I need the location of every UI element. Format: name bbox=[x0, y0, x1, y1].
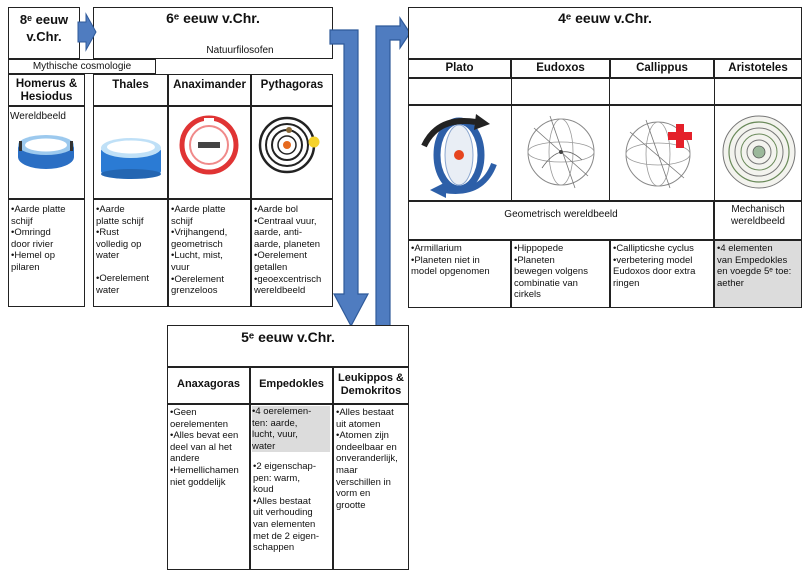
bullet-item: •4 oerelemen- ten: aarde, lucht, vuur, w… bbox=[252, 406, 312, 452]
callippus-bullets-cell bbox=[610, 240, 714, 308]
nested-spheres-icon bbox=[527, 115, 595, 189]
bullet-item: •Geen oerelementen bbox=[170, 407, 229, 430]
bullet-item: •Rust volledig op water bbox=[96, 227, 142, 262]
era-6-subtitle: Natuurfilosofen bbox=[206, 45, 274, 56]
era-8-box bbox=[8, 7, 80, 59]
era-8-title: 8ᵉ eeuw v.Chr. bbox=[19, 12, 69, 44]
anaxagoras-bullets: •Geen oerelementen •Alles bevat een deel… bbox=[170, 407, 250, 488]
pythagoras-bullets-cell bbox=[251, 199, 333, 307]
cosmic-rings-icon bbox=[179, 115, 239, 175]
anaximander-bullets: •Aarde platte schijf •Vrijhangend, geome… bbox=[171, 204, 249, 297]
bullet-item: •Planeten niet in model opgenomen bbox=[411, 254, 490, 278]
header-eudoxos: Eudoxos bbox=[511, 59, 610, 78]
header-leukippos: Leukippos & Demokritos bbox=[333, 367, 409, 404]
anaximander-bullets-cell bbox=[168, 199, 251, 307]
armillary-sphere-icon bbox=[421, 114, 497, 198]
arrow-5-to-4 bbox=[375, 16, 411, 327]
leukippos-bullets-cell bbox=[333, 404, 409, 570]
plato-bullets: •Armillarium •Planeten niet in model opg… bbox=[411, 243, 509, 278]
homerus-bullets: •Aarde platte schijf •Omringd door rivie… bbox=[11, 204, 83, 274]
bullet-item: •Aarde bol bbox=[254, 204, 298, 215]
geometrisch-cell bbox=[408, 201, 714, 240]
leukippos-bullets: •Alles bestaat uit atomen •Atomen zijn o… bbox=[336, 407, 408, 511]
bullet-item: •Omringd door rivier bbox=[11, 227, 54, 250]
arrow-6-to-5 bbox=[329, 29, 369, 328]
bullet-item: •Callipticshe cyclus bbox=[613, 243, 694, 254]
bullet-item: •Centraal vuur, aarde, anti- aarde, plan… bbox=[254, 215, 321, 250]
bullet-item: •Hemellichamen niet goddelijk bbox=[170, 464, 239, 488]
bullet-item: •Lucht, mist, vuur bbox=[171, 250, 223, 273]
thales-bullets-cell bbox=[93, 199, 168, 307]
pythagoras-bullets: •Aarde bol •Centraal vuur, aarde, anti- … bbox=[254, 204, 332, 297]
bullet-item: •Aarde platte schijf bbox=[11, 204, 66, 227]
bullet-item: •4 elementen van Empedokles en voegde 5ᵉ… bbox=[717, 243, 792, 289]
arrow-8-to-6 bbox=[77, 12, 97, 52]
right-divider-2 bbox=[714, 78, 802, 105]
eudoxos-bullets-cell bbox=[511, 240, 610, 308]
bullet-item: •Hippopede bbox=[514, 243, 564, 254]
mechanisch-label: Mechanisch wereldbeeld bbox=[731, 204, 785, 227]
bullet-item: •Atomen zijn ondeelbaar en onveranderlij… bbox=[336, 430, 398, 511]
header-anaximander: Anaximander bbox=[168, 74, 251, 106]
anaxagoras-bullets-cell bbox=[167, 404, 250, 570]
bullet-item: •geoexcentrisch wereldbeeld bbox=[254, 273, 322, 297]
header-empedokles: Empedokles bbox=[250, 367, 333, 404]
empedokles-bullets: •2 eigenschap- pen: warm, koud •Alles be… bbox=[253, 461, 331, 554]
bullet-item: •verbetering model Eudoxos door extra ri… bbox=[613, 254, 696, 289]
plato-bullets-cell bbox=[408, 240, 511, 308]
aristoteles-bullets-cell bbox=[714, 240, 802, 308]
extra-rings-sphere-icon bbox=[625, 119, 692, 189]
mythische-cosmologie-label: Mythische cosmologie bbox=[8, 59, 156, 74]
bullet-item bbox=[96, 262, 166, 273]
bullet-item: •Oerelement grenzeloos bbox=[171, 273, 224, 297]
header-plato: Plato bbox=[408, 59, 511, 78]
flat-disc-river-icon bbox=[18, 135, 74, 169]
bullet-item: •Aarde platte schijf bbox=[96, 204, 144, 227]
homerus-wereldbeeld-label: Wereldbeeld bbox=[10, 111, 66, 122]
bullet-item: •Alles bestaat uit atomen bbox=[336, 407, 394, 430]
era-6-title: 6ᵉ eeuw v.Chr. bbox=[166, 10, 260, 26]
bullet-item: •Oerelement getallen bbox=[254, 250, 307, 273]
thales-bullets: •Aarde platte schijf •Rust volledig op w… bbox=[96, 204, 166, 296]
bullet-item: •Vrijhangend, geometrisch bbox=[171, 227, 228, 250]
empedokles-shaded-bullet: •4 oerelemen- ten: aarde, lucht, vuur, w… bbox=[252, 406, 330, 453]
eudoxos-bullets: •Hippopede •Planeten bewegen volgens com… bbox=[514, 243, 608, 301]
bullet-item: •Alles bestaat uit verhouding van elemen… bbox=[253, 495, 320, 554]
era-4-title: 4ᵉ eeuw v.Chr. bbox=[558, 10, 652, 26]
geometrisch-label: Geometrisch wereldbeeld bbox=[504, 209, 618, 220]
header-pythagoras: Pythagoras bbox=[251, 74, 333, 106]
bullet-item: •Planeten bewegen volgens combinatie van… bbox=[514, 254, 588, 301]
header-homerus: Homerus & Hesiodus bbox=[8, 74, 85, 106]
central-fire-icon bbox=[258, 116, 320, 174]
disc-on-water-icon bbox=[101, 138, 161, 179]
bullet-item: •Hemel op pilaren bbox=[11, 250, 55, 273]
bullet-item: •Aarde platte schijf bbox=[171, 204, 226, 227]
era-6-box bbox=[93, 7, 333, 59]
bullet-item: •Oerelement water bbox=[96, 272, 149, 296]
concentric-spheres-icon bbox=[722, 115, 796, 189]
right-divider-1 bbox=[511, 78, 610, 105]
era-5-title: 5ᵉ eeuw v.Chr. bbox=[241, 329, 335, 345]
aristoteles-bullets: •4 elementen van Empedokles en voegde 5ᵉ… bbox=[717, 243, 801, 289]
homerus-bullets-cell bbox=[8, 199, 85, 307]
header-anaxagoras: Anaxagoras bbox=[167, 367, 250, 404]
header-thales: Thales bbox=[93, 74, 168, 106]
bullet-item: •Alles bevat een deel van al het andere bbox=[170, 430, 239, 465]
header-aristoteles: Aristoteles bbox=[714, 59, 802, 78]
callippus-bullets: •Callipticshe cyclus •verbetering model … bbox=[613, 243, 713, 289]
bullet-item: •Armillarium bbox=[411, 243, 462, 254]
bullet-item: •2 eigenschap- pen: warm, koud bbox=[253, 461, 317, 496]
era-5-box bbox=[167, 325, 409, 367]
mechanisch-cell bbox=[714, 201, 802, 240]
era-4-box bbox=[408, 7, 802, 59]
header-callippus: Callippus bbox=[610, 59, 714, 78]
